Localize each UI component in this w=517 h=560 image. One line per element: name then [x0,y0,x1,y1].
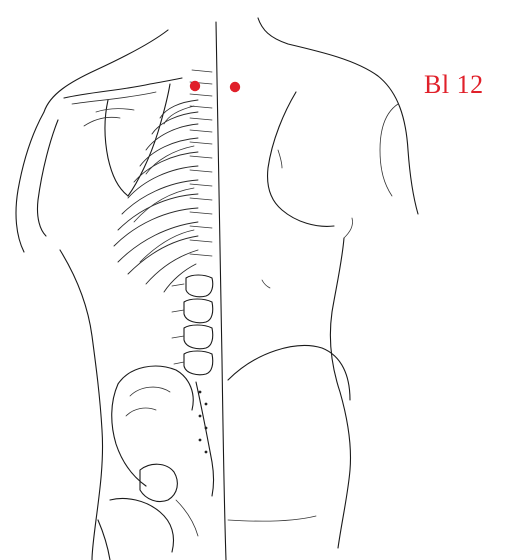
acupoint-marker-left [190,81,200,91]
skin-outline-right [228,18,418,548]
clavicle-scapula [64,78,182,196]
skin-outline-left [16,30,168,560]
acupoint-label: Bl 12 [424,70,484,100]
vertebral-column [172,70,214,496]
acupoint-marker-right [230,82,240,92]
midline [216,22,226,560]
pelvis [98,366,198,560]
ribcage [114,100,198,292]
